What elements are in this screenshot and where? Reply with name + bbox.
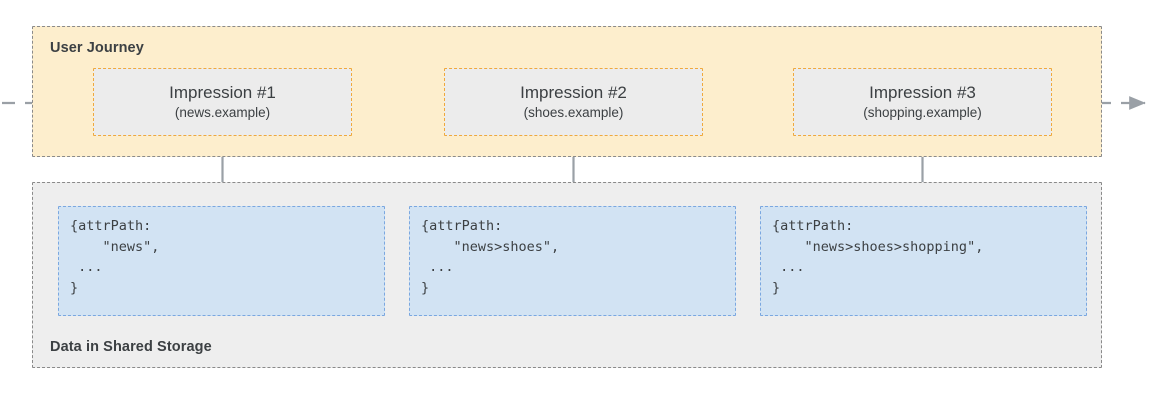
- impression-title: Impression #3: [869, 82, 976, 102]
- data-block-code: {attrPath: "news", ... }: [70, 218, 160, 296]
- impression-origin: (shopping.example): [863, 104, 982, 120]
- impression-origin: (shoes.example): [523, 104, 624, 120]
- data-block-1[interactable]: {attrPath: "news", ... }: [58, 206, 385, 316]
- user-journey-label: User Journey: [50, 40, 144, 56]
- impression-box-2[interactable]: Impression #2 (shoes.example): [444, 68, 703, 136]
- shared-storage-label: Data in Shared Storage: [50, 339, 212, 355]
- data-block-3[interactable]: {attrPath: "news>shoes>shopping", ... }: [760, 206, 1087, 316]
- impression-box-1[interactable]: Impression #1 (news.example): [93, 68, 352, 136]
- impression-origin: (news.example): [174, 104, 271, 120]
- impression-title: Impression #1: [169, 82, 276, 102]
- data-block-code: {attrPath: "news>shoes>shopping", ... }: [772, 218, 984, 296]
- data-block-code: {attrPath: "news>shoes", ... }: [421, 218, 560, 296]
- data-block-2[interactable]: {attrPath: "news>shoes", ... }: [409, 206, 736, 316]
- impression-box-3[interactable]: Impression #3 (shopping.example): [793, 68, 1052, 136]
- impression-title: Impression #2: [520, 82, 627, 102]
